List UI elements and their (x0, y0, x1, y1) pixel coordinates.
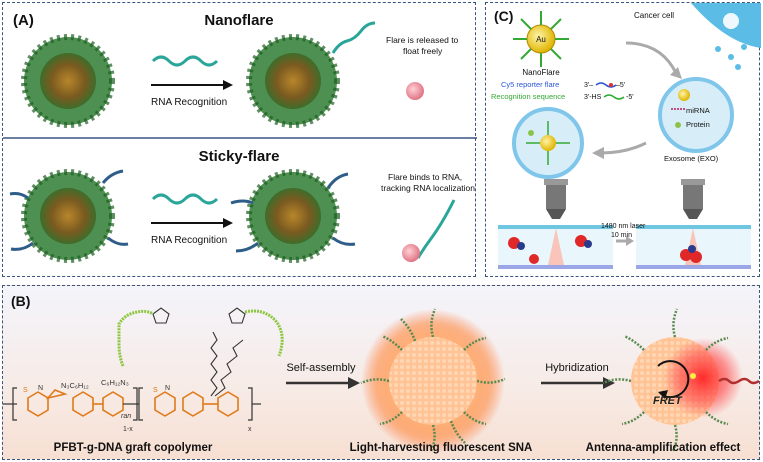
nanoparticle-4 (230, 169, 356, 263)
sticky-note-line2: tracking RNA localization (381, 183, 475, 193)
arrow-to-exosome (625, 41, 678, 74)
au-label: Au (536, 35, 546, 44)
panel-b-label: (B) (11, 293, 30, 309)
chem-one-minus-x: 1-x (123, 426, 133, 433)
chem-x: x (248, 426, 252, 433)
rna-recognition-bottom: RNA Recognition (151, 235, 227, 246)
labeled-exosome (512, 107, 584, 179)
fluorescent-sna (360, 308, 506, 453)
exosome (658, 77, 734, 153)
nanoflare-title: Nanoflare (204, 12, 273, 29)
cy5-label: Cy5 reporter flare (501, 80, 559, 89)
cy5-seq-start: 3'– (584, 82, 593, 89)
chamber-before (498, 225, 613, 269)
nanoflare-note-line1: Flare is released to (386, 35, 459, 45)
arrow-bottom (151, 218, 233, 228)
polymer-structure (3, 307, 284, 421)
chem-s-right: S (153, 387, 158, 394)
rna-strand-bottom (151, 193, 219, 205)
panel-a-label: (A) (13, 12, 34, 29)
caption-copolymer: PFBT-g-DNA graft copolymer (54, 442, 213, 454)
fret-label: FRET (653, 395, 683, 407)
caption-antenna: Antenna-amplification effect (586, 442, 741, 454)
bound-flare (416, 199, 456, 259)
panel-c: (C) Cancer cell Au NanoFlare Cy5 reporte… (485, 2, 761, 277)
sticky-flare-title: Sticky-flare (199, 148, 280, 165)
hybridization-arrow (541, 377, 615, 389)
hybridization-label: Hybridization (545, 362, 609, 374)
exosome-label: Exosome (EXO) (664, 154, 719, 163)
panel-c-label: (C) (494, 8, 513, 24)
chem-substituent-right: C₆H₁₂N₃ (101, 378, 129, 387)
panel-a-graphic: (A) Nanoflare Sticky-flare (3, 12, 477, 263)
objective-right (681, 179, 705, 219)
nanoflare-label: NanoFlare (522, 68, 560, 77)
laser-arrow (616, 236, 634, 246)
panel-b-graphic: (B) (3, 293, 760, 454)
panel-c-graphic: (C) Cancer cell Au NanoFlare Cy5 reporte… (491, 3, 761, 269)
laser-label-line2: 10 min (611, 232, 632, 239)
panel-a: (A) Nanoflare Sticky-flare (2, 2, 477, 277)
arrow-to-labeled (600, 141, 647, 155)
free-flare-dot (406, 82, 424, 100)
chamber-after (636, 225, 751, 269)
recognition-seq-end: -5' (626, 94, 634, 101)
rna-strand-top (151, 55, 219, 67)
self-assembly-arrow (286, 377, 360, 389)
cy5-seq-end: –5' (616, 82, 625, 89)
chem-s-left: S (23, 387, 28, 394)
nanoparticle-2 (246, 34, 340, 128)
objective-left (544, 179, 568, 219)
rna-recognition-top: RNA Recognition (151, 97, 227, 108)
bound-flare-dot (402, 244, 420, 262)
cell-vesicle (723, 13, 739, 29)
protein-label: Protein (686, 120, 710, 129)
chem-n-left: N (38, 385, 43, 392)
released-flare (331, 21, 376, 54)
sticky-note-line1: Flare binds to RNA, (388, 172, 462, 182)
nanoparticle-1 (21, 34, 115, 128)
chem-substituent-left: N₃C₆H₁₂ (61, 381, 89, 390)
chem-ran: ran (121, 413, 131, 420)
gold-nanoflare (513, 11, 569, 67)
self-assembly-label: Self-assembly (286, 362, 356, 374)
mirna-label: miRNA (686, 106, 710, 115)
recognition-seq-start: 3'-HS (584, 94, 602, 101)
caption-sna: Light-harvesting fluorescent SNA (350, 442, 533, 454)
nanoflare-note-line2: float freely (403, 46, 443, 56)
chem-n-right: N (165, 385, 170, 392)
antenna-sna (602, 308, 760, 452)
recognition-label: Recognition sequence (491, 92, 565, 101)
arrow-top (151, 80, 233, 90)
panel-b: (B) (2, 285, 760, 460)
laser-label-line1: 1480 nm laser (601, 223, 646, 230)
nanoparticle-3 (9, 169, 129, 263)
cancer-cell-label: Cancer cell (634, 11, 674, 20)
